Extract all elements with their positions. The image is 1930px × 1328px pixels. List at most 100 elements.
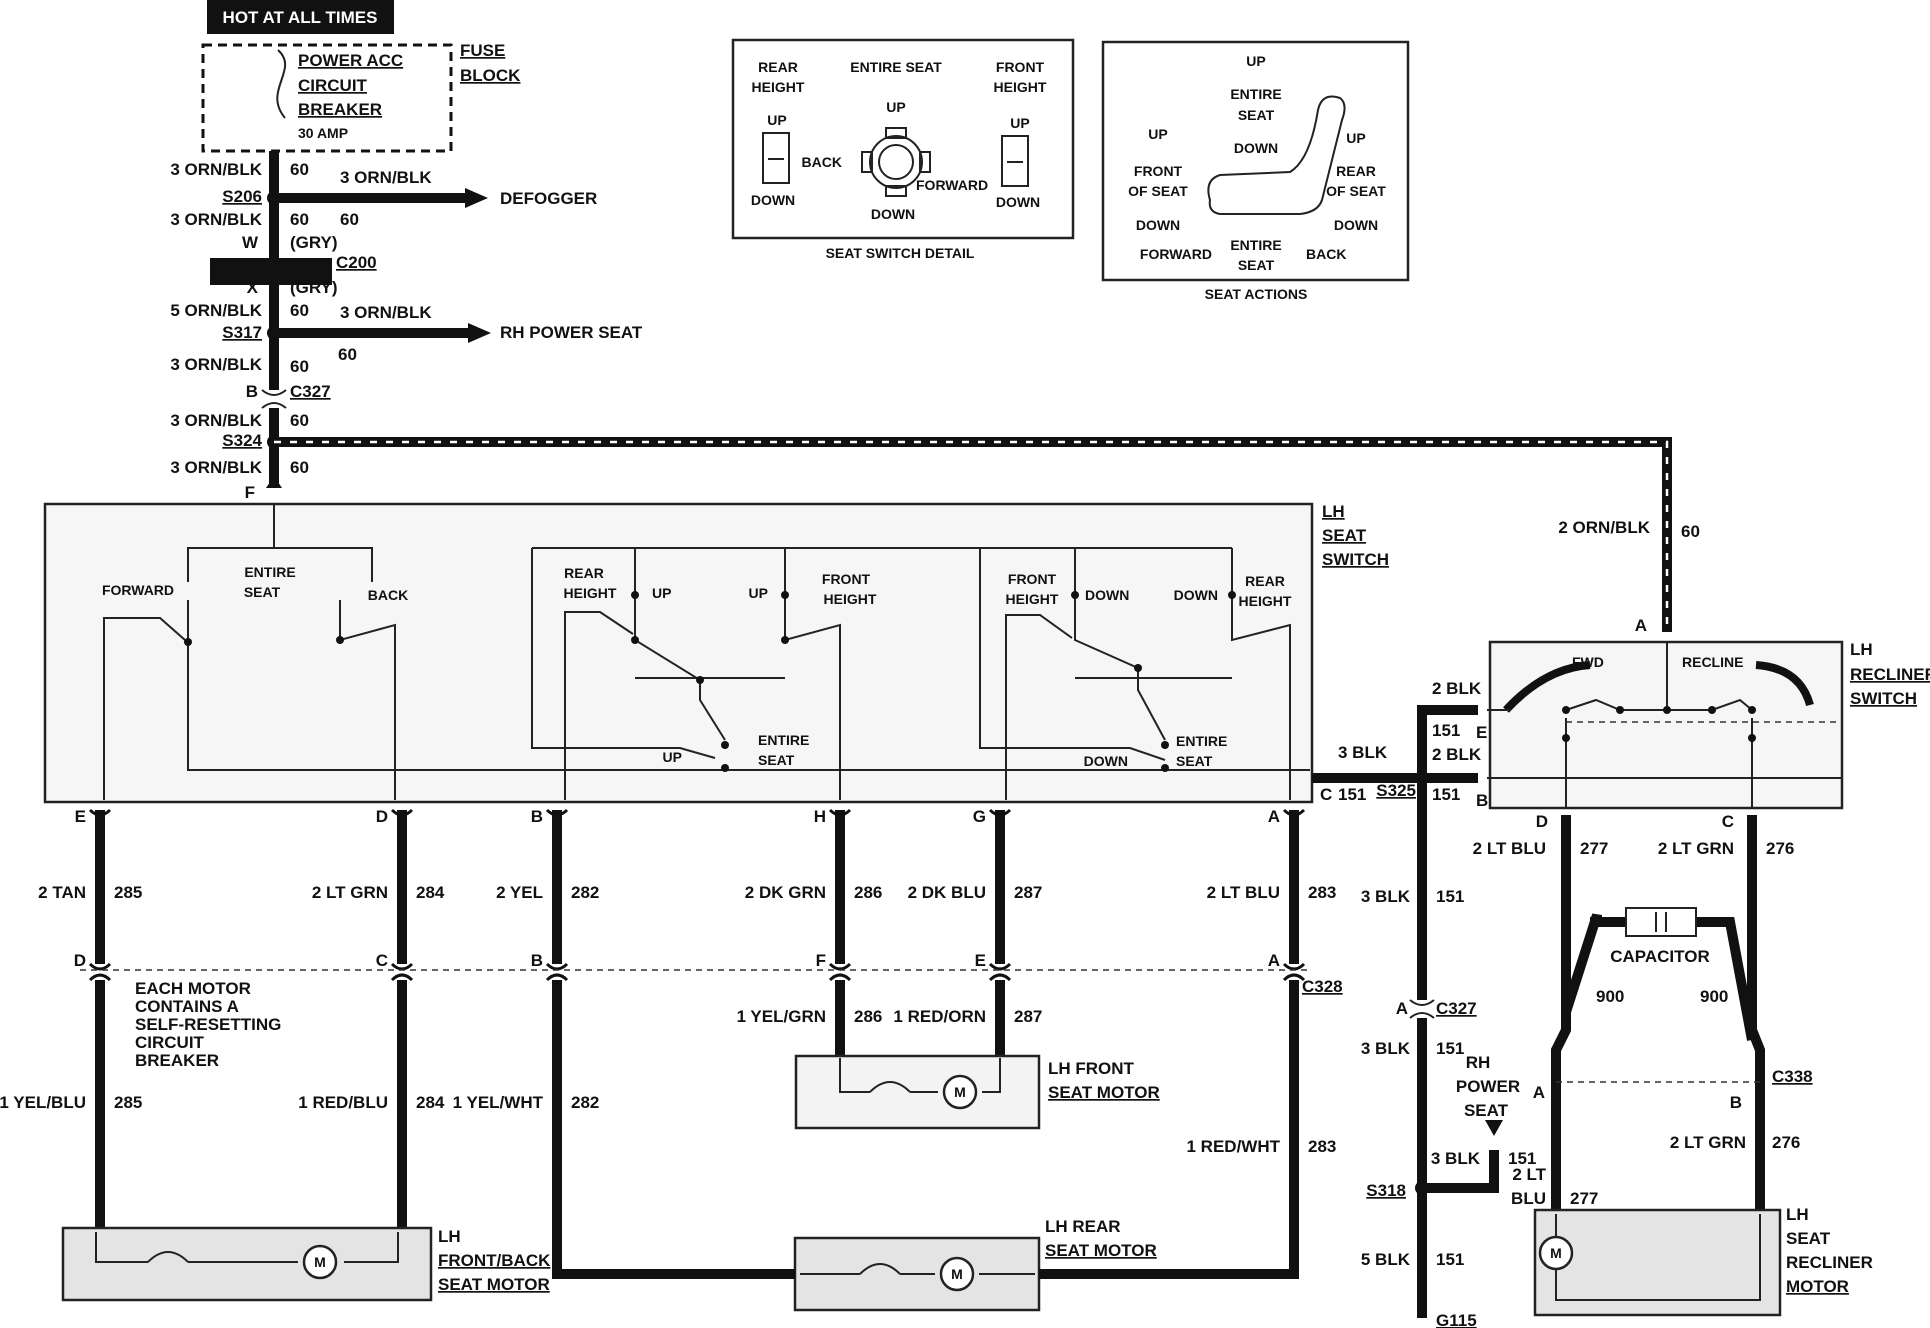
rh-power-seat-ground-arrow-icon [1485,1120,1503,1136]
ground-151-c2: 151 [1436,887,1464,906]
recliner-pin-a2: A [1533,1083,1545,1102]
detail-entire-seat: ENTIRE SEAT [850,59,942,75]
gry-label-2: (GRY) [290,278,338,297]
front-motor-label-2: SEAT MOTOR [1048,1083,1160,1102]
circuit-wire-label: 2 DK BLU [908,883,986,902]
rh-power-seat-wire-label: 3 ORN/BLK [340,303,432,322]
circuit-number: 285 [114,883,142,902]
recliner-motor-label-4: MOTOR [1786,1277,1849,1296]
circuit-connector-top [988,808,1012,817]
front-back-motor-m: M [314,1254,326,1270]
feed-circuit-2b: 60 [340,210,359,229]
sw-forward: FORWARD [102,582,174,598]
circuit-wire2-label: 1 RED/ORN [893,1007,986,1026]
lh-seat-switch-title-2: SEAT [1322,526,1367,545]
circuit-pin-top: G [973,807,986,826]
feed-circuit-4a: 60 [290,357,309,376]
circuit-number-2: 282 [571,1093,599,1112]
front-motor-wiring [839,1058,1001,1093]
feed-circuit-4b: 60 [338,345,357,364]
front-back-motor-label-3: SEAT MOTOR [438,1275,550,1294]
circuit-connector-c328 [390,962,414,982]
recliner-motor-icon [1538,1235,1574,1271]
actions-rear-up: UP [1346,130,1365,146]
detail-back: BACK [802,154,842,170]
feed-wire-5-label: 3 ORN/BLK [170,411,262,430]
detail-front-down: DOWN [996,194,1040,210]
seat-icon [1207,95,1346,215]
splice-s318-label: S318 [1366,1181,1406,1200]
recliner-motor-wires [1551,815,1765,1210]
rear-motor-wiring [800,1263,1035,1275]
circuit-connector-c328 [545,962,569,982]
actions-seat-1: SEAT [1238,107,1275,123]
hot-at-all-times-label: HOT AT ALL TIMES [223,8,378,27]
ground-151-a: 151 [1432,785,1460,804]
gry-label-1: (GRY) [290,233,338,252]
circuit-pin-top: H [814,807,826,826]
ground-3blk-4: 3 BLK [1431,1149,1481,1168]
connector-c200 [210,258,332,285]
recliner-2ltblu: 2 LT BLU [1473,839,1546,858]
circuit-pin-top: A [1268,807,1280,826]
connector-c328-label: C328 [1302,977,1343,996]
circuit-connector-c328 [88,962,112,982]
splice-s325-label: S325 [1376,781,1416,800]
recliner-pin-a-label: A [1635,616,1647,635]
pin-b-label: B [246,382,258,401]
detail-front-up: UP [1010,115,1029,131]
recliner-motor-box [1533,1208,1782,1317]
sw-entire-1: ENTIRE [244,564,295,580]
recliner-pin-d: D [1536,812,1548,831]
breaker-rating: 30 AMP [298,125,348,141]
motor-note-2: CONTAINS A [135,997,239,1016]
recliner-900-b: 900 [1700,987,1728,1006]
circuit-wire2-label: 1 RED/BLU [298,1093,388,1112]
sw-entire-3: ENTIRE [1176,733,1227,749]
recliner-motor-label-2: SEAT [1786,1229,1831,1248]
splice-s206-label: S206 [222,187,262,206]
seat-actions-caption: SEAT ACTIONS [1205,286,1308,302]
circuit-connector-c328 [1282,962,1306,982]
ground-pin-b: B [1476,791,1488,810]
circuit-number-2: 286 [854,1007,882,1026]
sw-seat-2: SEAT [758,752,795,768]
recliner-feed-wire [274,437,1672,632]
circuit-wire2-label: 1 RED/WHT [1187,1137,1281,1156]
recliner-2ltgrn: 2 LT GRN [1658,839,1734,858]
circuit-number: 287 [1014,883,1042,902]
breaker-name-line3: BREAKER [298,100,382,119]
ground-c327-label: C327 [1436,999,1477,1018]
circuit-number: 284 [416,883,445,902]
feed-circuit-6: 60 [290,458,309,477]
actions-entire-1: ENTIRE [1230,86,1281,102]
sw-height-3: HEIGHT [1006,591,1059,607]
connector-c338-label: C338 [1772,1067,1813,1086]
ground-pin-a: A [1396,999,1408,1018]
splice-s318 [1415,1181,1429,1195]
feed-circuit-3: 60 [290,301,309,320]
feed-wire-3-label: 5 ORN/BLK [170,301,262,320]
splice-s317-label: S317 [222,323,262,342]
recliner-switch-title-3: SWITCH [1850,689,1917,708]
circuit-pin-top: D [376,807,388,826]
rear-motor-icon [939,1256,975,1292]
ground-2blk-1: 2 BLK [1432,679,1482,698]
detail-entire-up: UP [886,99,905,115]
ground-wires [1312,705,1499,1318]
recliner-motor-m: M [1550,1245,1562,1261]
detail-forward: FORWARD [916,177,988,193]
sw-height-4: HEIGHT [1239,593,1292,609]
sw-up-2: UP [749,585,768,601]
circuit-pin-c328: E [975,951,986,970]
actions-entire-down: DOWN [1234,140,1278,156]
recliner-pin-b2: B [1730,1093,1742,1112]
actions-rear: REAR [1336,163,1376,179]
feed-wire-1-label: 3 ORN/BLK [170,160,262,179]
rear-motor-label-1: LH REAR [1045,1217,1121,1236]
circuit-pin-c328: B [531,951,543,970]
circuit-pin-top: E [75,807,86,826]
circuit-wire-label: 2 LT BLU [1207,883,1280,902]
ground-151-c: 151 [1338,785,1366,804]
